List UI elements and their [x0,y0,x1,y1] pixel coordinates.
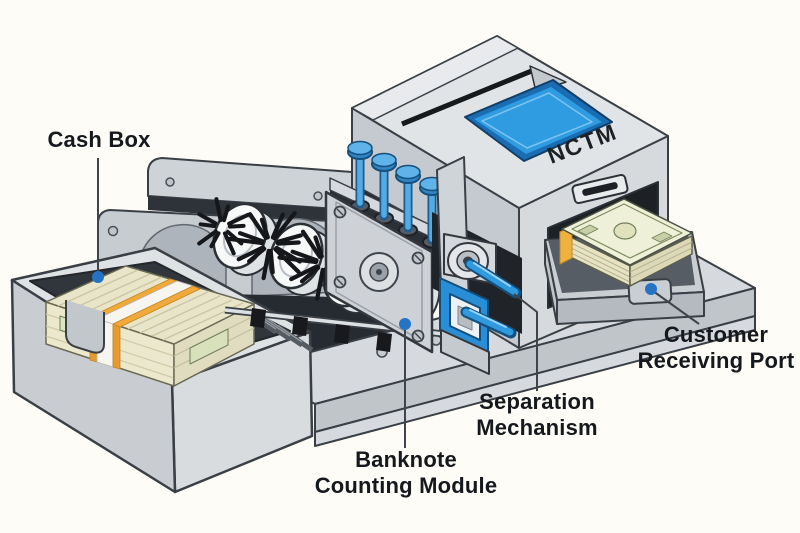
cash-box-label-text: Cash Box [47,127,151,152]
roller-clips [250,308,392,352]
banknote-module-pointer-dot [399,318,411,330]
front-plate [324,190,434,354]
bristle-brush [197,197,250,256]
separation-mechanism-label: Separation Mechanism [476,389,598,440]
separation-mechanism [432,156,522,375]
separation-leader [513,293,538,391]
cash-box-pointer-dot [92,271,104,283]
handle-recess [65,300,105,354]
receiving-port-pointer-dot [645,283,657,295]
outer-frame-wall [147,157,353,224]
cash-box [10,246,314,494]
separation-base-block [440,329,490,375]
receiving-port-label: Customer Receiving Port [637,322,795,373]
separation-rods [460,258,522,339]
port-money-stack [559,198,693,287]
receiving-port-leader [652,290,700,325]
cash-box-label: Cash Box [47,127,150,153]
plate-hub [359,252,399,292]
paper-slit [401,67,535,127]
head-lid-band [351,35,519,121]
plate-screws [333,205,425,343]
banknote-module-label: Banknote Counting Module [314,447,498,498]
display-screen [464,79,613,162]
receipt-slot [571,173,629,205]
